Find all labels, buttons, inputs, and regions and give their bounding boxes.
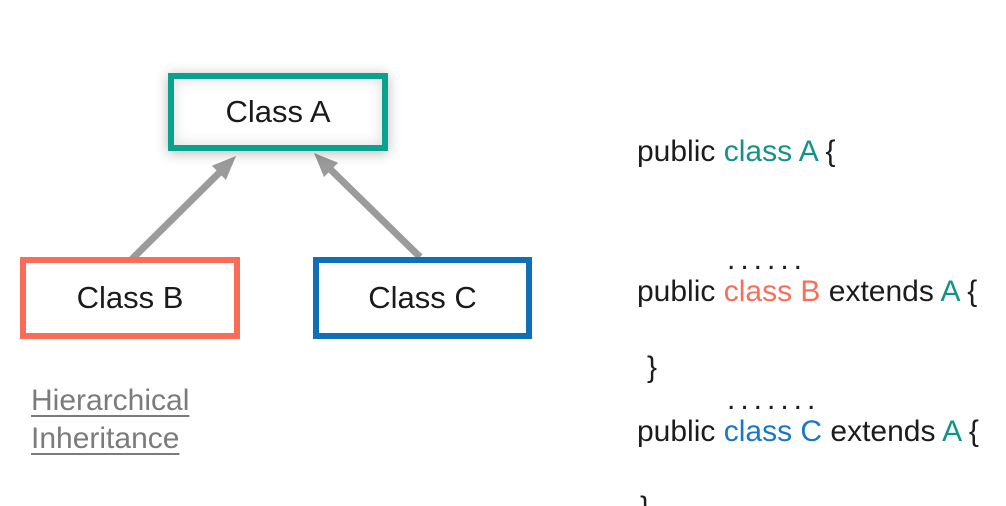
code-close-brace: } [637,490,1002,506]
code-token: A [940,275,959,308]
class-a-box: Class A [168,73,388,151]
class-b-label: Class B [76,280,184,315]
code-token: A [942,415,961,448]
code-token: extends [822,415,943,448]
code-block-class-c: public class C extends A { ....... } [637,342,1002,506]
code-token: class A [723,135,818,168]
code-block-class-b: public class B extends A { ....... } [637,202,1002,506]
class-c-label: Class C [368,280,477,315]
code-token: { [817,135,836,168]
code-token: extends [820,275,941,308]
inheritance-arrows [129,153,423,262]
code-line-declaration-a: public class A { [637,134,1002,170]
code-token: class B [723,275,821,308]
code-line-declaration-b: public class B extends A { [637,274,1002,310]
arrow-b-to-a-line [129,167,225,262]
arrow-b-to-a-head [211,156,236,180]
class-c-box: Class C [313,257,532,339]
diagram-caption: Hierarchical Inheritance [31,382,189,458]
arrow-c-to-a-line [325,164,423,260]
code-token: public [637,275,724,308]
caption-line-2: Inheritance [31,422,180,455]
arrow-c-to-a-head [314,153,339,177]
code-token: public [637,135,724,168]
code-body-dots: ....... [727,383,821,416]
code-token: class C [723,415,823,448]
code-token: public [637,415,724,448]
code-line-declaration-c: public class C extends A { [637,414,1002,450]
code-token: { [960,415,979,448]
class-a-label: Class A [225,94,331,129]
code-token: { [958,275,978,308]
code-body-dots: ...... [727,243,808,276]
class-b-box: Class B [20,257,240,339]
code-close-brace: } [647,351,658,384]
code-block-class-a: public class A { ...... } [637,62,1002,458]
caption-line-1: Hierarchical [31,384,190,417]
